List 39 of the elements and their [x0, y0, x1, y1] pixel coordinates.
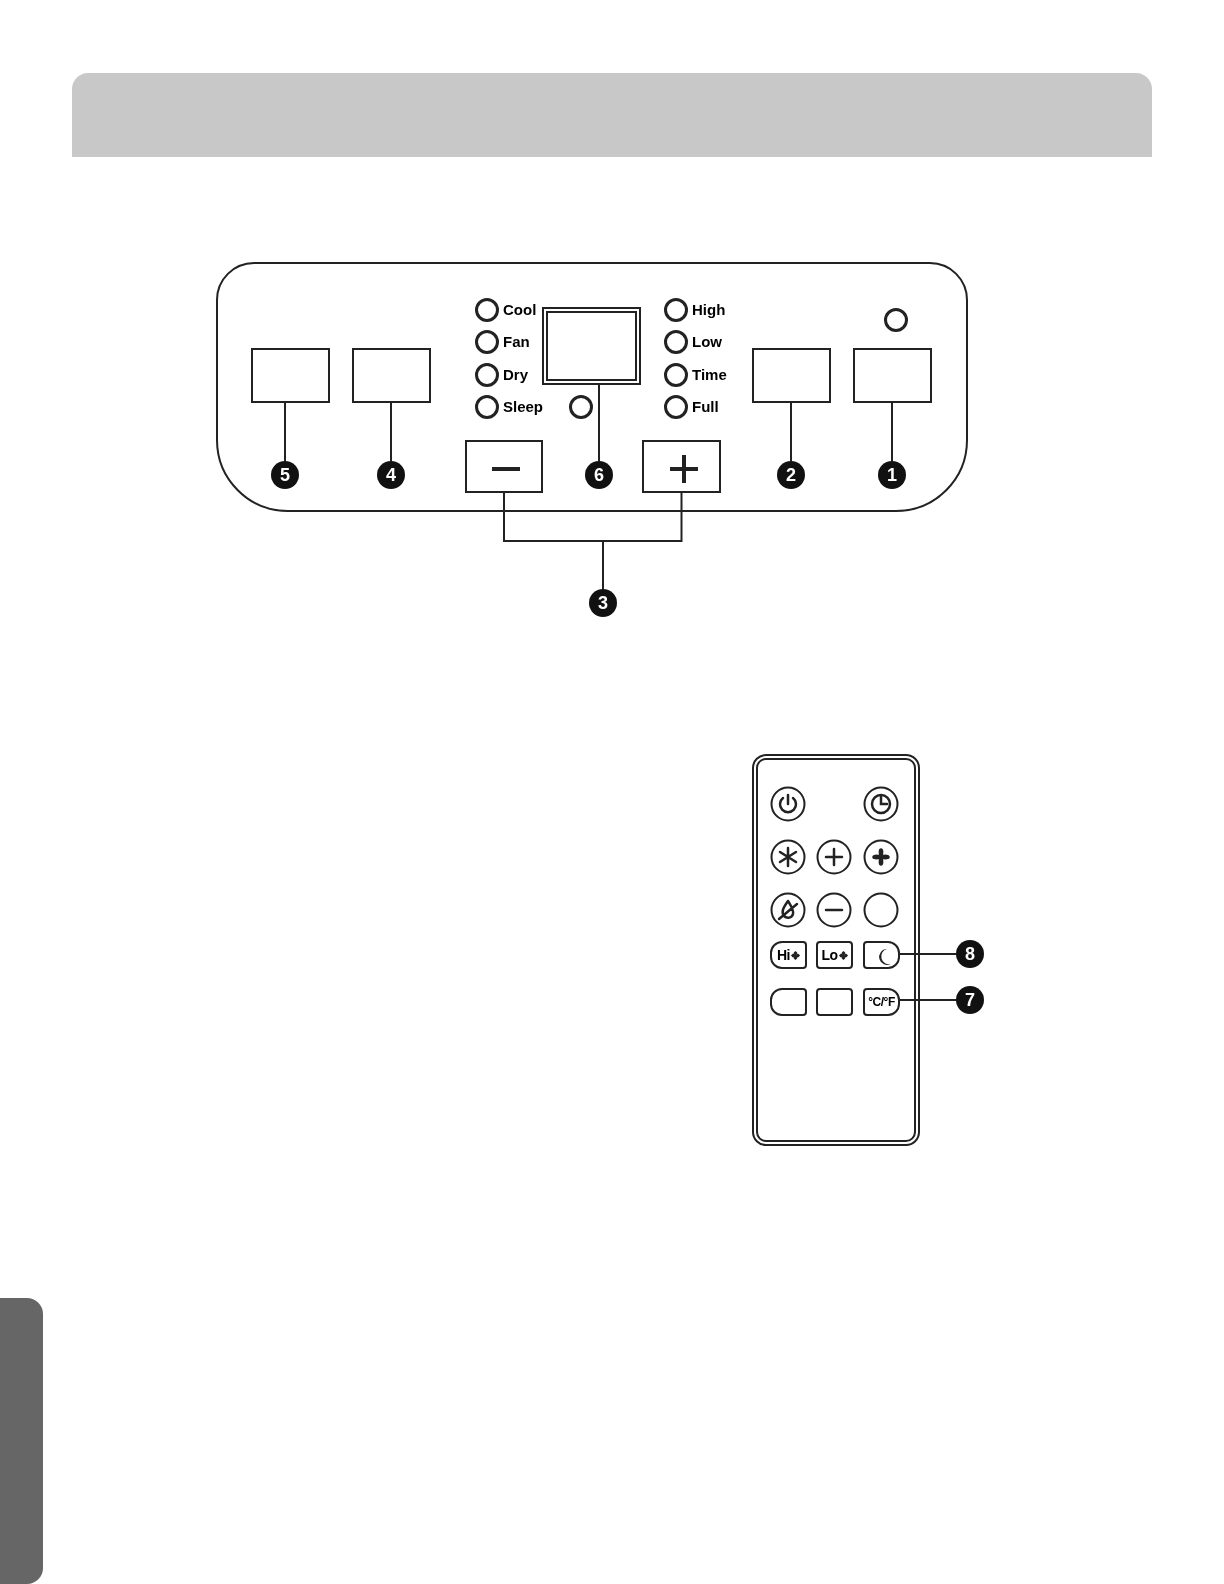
- leader-line: [284, 402, 286, 462]
- display-window: [542, 307, 641, 385]
- callout-number: 4: [377, 461, 405, 489]
- low-fan-button: Lo: [816, 941, 853, 969]
- leader-line: [790, 402, 792, 462]
- control-button: [853, 348, 932, 403]
- mode-label: Full: [692, 398, 719, 416]
- control-button: [251, 348, 330, 403]
- leader-line: [598, 384, 600, 462]
- leader-line: [891, 402, 893, 462]
- callout-number: 1: [878, 461, 906, 489]
- callout-number: 7: [956, 986, 984, 1014]
- mode-label: Low: [692, 333, 722, 351]
- plus-button: [642, 440, 721, 493]
- mode-label: Fan: [503, 333, 530, 351]
- callout-number: 3: [589, 589, 617, 617]
- side-tab: [0, 1298, 43, 1584]
- high-fan-button: Hi: [770, 941, 807, 969]
- leader-line: [899, 999, 957, 1001]
- leader-line: [899, 953, 957, 955]
- mode-label: Cool: [503, 301, 537, 319]
- remote-control: [752, 754, 920, 1146]
- callout-number: 5: [271, 461, 299, 489]
- header-bar: [72, 73, 1152, 157]
- mode-label: Time: [692, 366, 727, 384]
- mode-label: Dry: [503, 366, 528, 384]
- control-button: [752, 348, 831, 403]
- mode-label: Sleep: [503, 398, 544, 416]
- mode-label: High: [692, 301, 726, 319]
- temperature-unit-button: °C/°F: [863, 988, 900, 1016]
- callout-number: 2: [777, 461, 805, 489]
- control-button: [352, 348, 431, 403]
- leader-line: [602, 492, 683, 590]
- leader-line: [390, 402, 392, 462]
- minus-button: [465, 440, 543, 493]
- control-panel: [216, 262, 968, 512]
- callout-number: 8: [956, 940, 984, 968]
- sleep-button: [863, 941, 900, 969]
- callout-number: 6: [585, 461, 613, 489]
